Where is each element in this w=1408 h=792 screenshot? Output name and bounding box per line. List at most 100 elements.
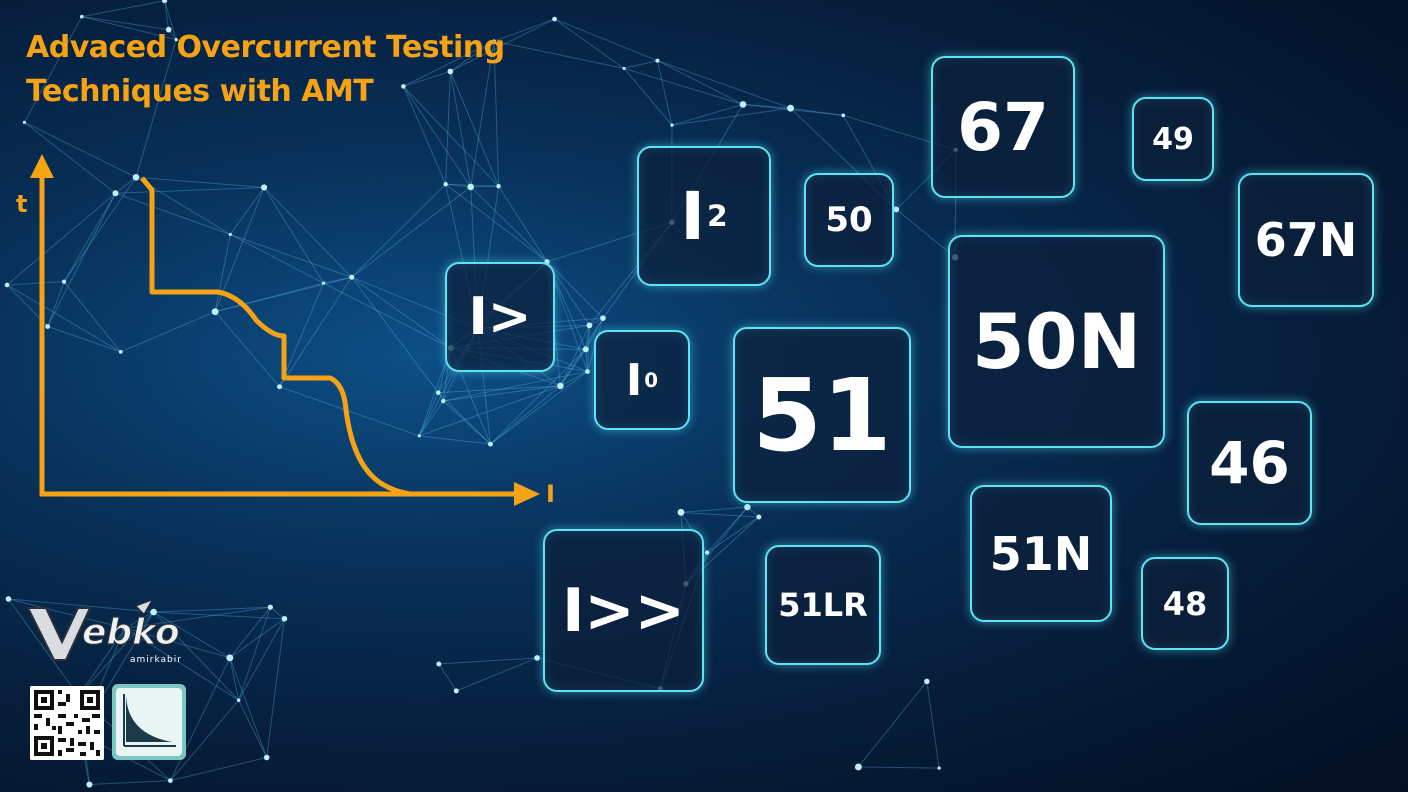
network-link <box>490 371 588 445</box>
network-link <box>470 185 499 188</box>
tile-text: I <box>680 177 705 255</box>
tile-49: 49 <box>1132 97 1214 181</box>
vebko-logo: ebko <box>26 599 180 661</box>
tile-51lr: 51LR <box>765 545 881 665</box>
network-link <box>403 86 499 187</box>
tile-text: I <box>625 354 643 406</box>
network-link <box>498 185 548 262</box>
network-link <box>229 618 285 659</box>
network-link <box>214 311 280 388</box>
tile-subscript: 0 <box>644 368 659 392</box>
network-link <box>623 67 744 105</box>
network-link <box>445 183 548 263</box>
tile-i-over: I> <box>445 262 555 372</box>
x-axis-label: I <box>546 480 555 508</box>
network-link <box>263 187 325 284</box>
network-link <box>153 606 271 613</box>
network-node <box>112 190 119 197</box>
network-node <box>622 66 626 70</box>
network-node <box>79 14 84 19</box>
network-link <box>554 18 658 62</box>
curve-app-icon <box>112 684 186 760</box>
network-link <box>656 60 673 126</box>
network-node <box>86 781 93 788</box>
network-link <box>438 657 538 665</box>
tile-text: 50N <box>971 297 1142 386</box>
network-node <box>260 184 268 191</box>
network-node <box>443 181 448 187</box>
network-link <box>585 349 588 372</box>
network-link <box>124 627 230 659</box>
network-link <box>351 186 472 278</box>
network-link <box>671 103 744 126</box>
network-node <box>267 604 273 610</box>
network-link <box>443 371 588 402</box>
network-link <box>493 18 555 42</box>
network-link <box>164 0 170 30</box>
network-node <box>787 104 794 112</box>
y-axis-arrow <box>30 154 54 178</box>
network-link <box>63 192 116 282</box>
network-link <box>24 121 116 194</box>
network-link <box>323 282 451 349</box>
network-link <box>47 326 121 353</box>
network-link <box>169 657 231 781</box>
network-link <box>351 183 447 278</box>
network-node <box>321 281 326 285</box>
network-link <box>164 0 177 40</box>
network-link <box>229 187 265 235</box>
network-node <box>744 503 751 511</box>
network-link <box>623 68 673 126</box>
network-link <box>706 516 760 554</box>
network-link <box>63 281 122 353</box>
network-link <box>6 284 122 353</box>
page-title: Advaced Overcurrent Testing Techniques w… <box>26 26 505 114</box>
network-link <box>437 392 491 445</box>
tile-48: 48 <box>1141 557 1229 650</box>
network-link <box>470 186 548 263</box>
network-link <box>215 282 324 313</box>
network-link <box>585 317 604 350</box>
network-link <box>623 60 658 69</box>
network-node <box>277 384 283 390</box>
network-link <box>657 60 791 109</box>
network-link <box>238 607 271 701</box>
network-node <box>168 778 173 783</box>
network-link <box>8 598 79 697</box>
tile-67: 67 <box>931 56 1075 198</box>
network-link <box>403 40 495 87</box>
network-link <box>402 86 447 185</box>
tile-51: 51 <box>733 327 911 503</box>
network-node <box>552 16 557 22</box>
network-link <box>450 40 495 72</box>
network-link <box>8 598 126 629</box>
tile-51n: 51N <box>970 485 1112 622</box>
network-link <box>438 385 561 394</box>
network-node <box>841 113 846 118</box>
network-node <box>435 390 441 395</box>
network-node <box>263 754 270 761</box>
network-link <box>351 276 439 393</box>
tile-text: I>> <box>562 575 685 646</box>
network-link <box>438 663 457 692</box>
network-link <box>546 261 604 319</box>
network-link <box>81 16 169 31</box>
network-node <box>756 514 762 520</box>
network-node <box>496 183 501 189</box>
network-node <box>174 37 178 42</box>
network-link <box>493 40 625 69</box>
network-node <box>492 39 496 44</box>
network-node <box>121 624 129 632</box>
network-link <box>671 107 791 126</box>
x-axis-arrow <box>514 482 540 506</box>
network-link <box>78 611 154 697</box>
network-node <box>557 382 564 390</box>
network-node <box>670 123 674 127</box>
network-link <box>490 349 587 445</box>
network-link <box>351 276 452 349</box>
network-link <box>279 276 353 388</box>
network-link <box>230 234 352 278</box>
network-link <box>456 657 538 692</box>
